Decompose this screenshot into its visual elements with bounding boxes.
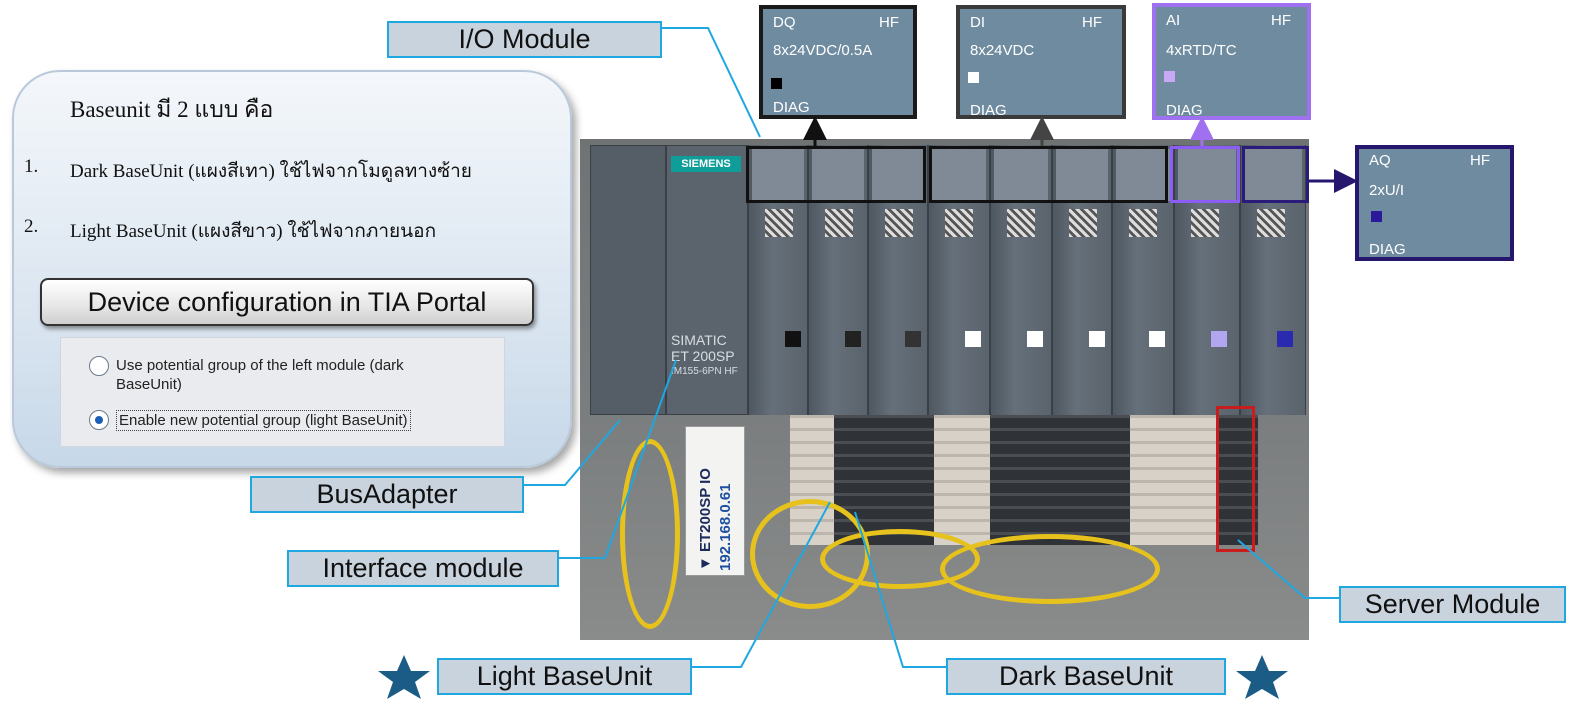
list-text: Dark BaseUnit (แผงสีเทา) ใช้ไฟจากโมดูลทา… bbox=[70, 161, 472, 182]
module-hf: HF bbox=[1082, 14, 1102, 31]
server-module-highlight bbox=[1216, 406, 1255, 552]
interface-module-callout: Interface module bbox=[287, 550, 559, 587]
interface-module-hardware: SIEMENS SIMATIC ET 200SP IM155-6PN HF bbox=[666, 145, 748, 415]
star-icon bbox=[1236, 655, 1288, 699]
dark-baseunit-terminal bbox=[990, 415, 1130, 545]
status-led-icon bbox=[771, 78, 782, 89]
light-baseunit-terminal bbox=[934, 415, 990, 545]
io-slot bbox=[990, 145, 1052, 415]
io-slot bbox=[868, 145, 928, 415]
module-diag: DIAG bbox=[1369, 241, 1406, 258]
yellow-cable bbox=[940, 534, 1160, 604]
busadapter-hardware bbox=[590, 145, 666, 415]
module-type: DI bbox=[970, 14, 985, 31]
im-text: IM155-6PN HF bbox=[671, 366, 738, 377]
status-led-icon bbox=[1164, 71, 1175, 82]
light-baseunit-callout: Light BaseUnit bbox=[437, 658, 692, 695]
aq-module-highlight bbox=[1242, 146, 1309, 203]
tia-portal-config-button[interactable]: Device configuration in TIA Portal bbox=[40, 278, 534, 326]
dark-baseunit-callout: Dark BaseUnit bbox=[946, 658, 1226, 695]
ip-address: 192.168.0.61 bbox=[717, 483, 734, 571]
io-slot bbox=[1112, 145, 1174, 415]
radio-selected-icon[interactable] bbox=[89, 410, 109, 430]
io-module-callout: I/O Module bbox=[387, 21, 662, 58]
busadapter-callout: BusAdapter bbox=[250, 476, 524, 513]
server-module-callout: Server Module bbox=[1339, 586, 1566, 623]
baseunit-info-item-light: 2. Light BaseUnit (แผงสีขาว) ใช้ไฟจากภาย… bbox=[24, 216, 436, 246]
io-slot bbox=[1240, 145, 1306, 415]
io-slot bbox=[1174, 145, 1240, 415]
ai-module-highlight bbox=[1170, 146, 1240, 203]
module-type: AI bbox=[1166, 12, 1181, 29]
module-hf: HF bbox=[1271, 12, 1291, 29]
radio-unselected-icon[interactable] bbox=[89, 356, 109, 376]
module-diag: DIAG bbox=[773, 99, 810, 116]
io-slot bbox=[748, 145, 808, 415]
io-slot bbox=[928, 145, 990, 415]
io-slot bbox=[1052, 145, 1112, 415]
module-type: AQ bbox=[1369, 152, 1391, 169]
yellow-cable bbox=[620, 439, 680, 629]
ai-module-box: AI HF 4xRTD/TC DIAG bbox=[1152, 3, 1311, 120]
dq-modules-highlight bbox=[746, 146, 926, 203]
option-label: Enable new potential group (light BaseUn… bbox=[116, 410, 411, 431]
ip-card-text: ▼ ET200SP IO 192.168.0.61 bbox=[686, 427, 746, 577]
list-number: 2. bbox=[24, 216, 39, 237]
light-baseunit-terminal bbox=[1130, 415, 1218, 545]
option-dark-baseunit[interactable]: Use potential group of the left module (… bbox=[89, 356, 466, 394]
siemens-logo: SIEMENS bbox=[671, 156, 741, 172]
server-module-hardware bbox=[1218, 415, 1258, 545]
simatic-label: SIMATIC ET 200SP IM155-6PN HF bbox=[671, 332, 747, 380]
option-light-baseunit[interactable]: Enable new potential group (light BaseUn… bbox=[89, 410, 411, 431]
et200sp-photo: SIEMENS SIMATIC ET 200SP IM155-6PN HF ▼ … bbox=[580, 139, 1309, 640]
ip-card-title: ▼ ET200SP IO bbox=[697, 468, 714, 571]
baseunit-info-item-dark: 1. Dark BaseUnit (แผงสีเทา) ใช้ไฟจากโมดู… bbox=[24, 156, 472, 186]
list-number: 1. bbox=[24, 156, 39, 177]
di-modules-highlight bbox=[929, 146, 1168, 203]
module-spec: 8x24VDC/0.5A bbox=[773, 42, 873, 59]
list-text: Light BaseUnit (แผงสีขาว) ใช้ไฟจากภายนอก bbox=[70, 221, 437, 242]
module-spec: 4xRTD/TC bbox=[1166, 42, 1237, 59]
et200sp-text: ET 200SP bbox=[671, 348, 735, 364]
io-slot bbox=[808, 145, 868, 415]
dq-module-box: DQ HF 8x24VDC/0.5A DIAG bbox=[759, 5, 917, 119]
io-module-leader bbox=[662, 27, 761, 138]
baseunit-info-title: Baseunit มี 2 แบบ คือ bbox=[70, 97, 274, 122]
star-icon bbox=[378, 655, 430, 699]
ip-address-card: ▼ ET200SP IO 192.168.0.61 bbox=[685, 426, 745, 576]
status-led-icon bbox=[1371, 211, 1382, 222]
module-diag: DIAG bbox=[1166, 102, 1203, 119]
status-led-icon bbox=[968, 72, 979, 83]
module-diag: DIAG bbox=[970, 102, 1007, 119]
option-label: Use potential group of the left module (… bbox=[116, 357, 404, 393]
module-spec: 8x24VDC bbox=[970, 42, 1035, 59]
potential-group-options: Use potential group of the left module (… bbox=[60, 337, 505, 447]
aq-module-box: AQ HF 2xU/I DIAG bbox=[1355, 145, 1514, 261]
di-module-box: DI HF 8x24VDC DIAG bbox=[956, 5, 1126, 119]
module-type: DQ bbox=[773, 14, 796, 31]
simatic-text: SIMATIC bbox=[671, 332, 727, 348]
module-spec: 2xU/I bbox=[1369, 182, 1405, 199]
module-hf: HF bbox=[879, 14, 899, 31]
module-hf: HF bbox=[1470, 152, 1490, 169]
